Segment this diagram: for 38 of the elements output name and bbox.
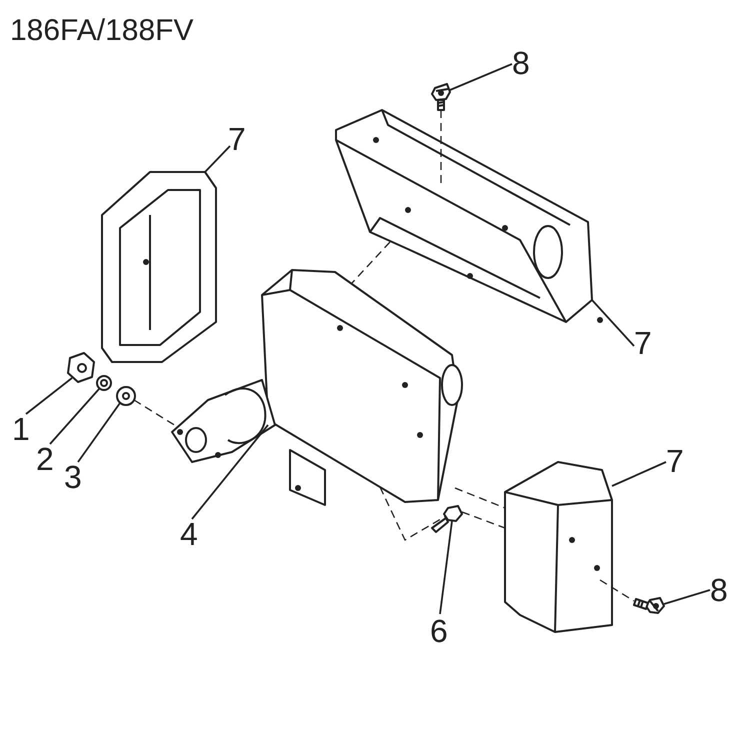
center-line [134, 399, 176, 427]
callout-number: 1 [12, 412, 30, 446]
muffler-drawing [171, 269, 463, 506]
center-line [440, 110, 442, 185]
center-line [600, 579, 634, 602]
bolt-drawing [431, 505, 463, 533]
diagram-title: 186FA/188FV [10, 14, 194, 48]
callout-number: 7 [228, 122, 246, 156]
leader-line [591, 299, 635, 347]
center-line [379, 486, 446, 541]
callout-number: 8 [512, 46, 530, 80]
leader-line [664, 589, 710, 605]
heat-shield-drawing [335, 109, 603, 323]
callout-number: 7 [634, 326, 652, 360]
callout-number: 6 [430, 614, 448, 648]
bolt-drawing [633, 597, 665, 614]
leader-line [77, 402, 121, 463]
leader-line [191, 424, 269, 520]
leader-line [450, 63, 512, 91]
leader-line [25, 377, 73, 415]
leader-line [204, 145, 231, 173]
bolt-drawing [431, 83, 451, 111]
callout-number: 3 [64, 460, 82, 494]
callout-number: 4 [180, 517, 198, 551]
washer-drawing [116, 386, 136, 406]
center-line [462, 511, 506, 529]
center-line [454, 487, 506, 509]
leader-line [439, 520, 453, 614]
callout-number: 2 [36, 442, 54, 476]
nut-drawing [67, 352, 95, 383]
lock-washer-drawing [96, 375, 112, 391]
callout-number: 8 [710, 573, 728, 607]
end-cover-drawing [101, 171, 217, 363]
callout-number: 7 [666, 444, 684, 478]
leader-line [612, 461, 666, 487]
end-cover-drawing [504, 461, 613, 633]
leader-line [49, 388, 100, 445]
center-line [352, 242, 390, 284]
